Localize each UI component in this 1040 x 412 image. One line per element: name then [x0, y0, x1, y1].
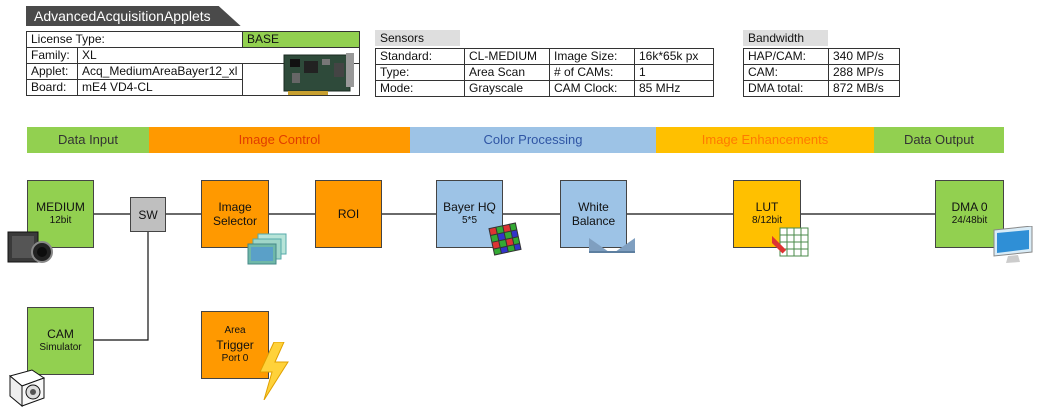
- medium-bits-label: 12bit: [49, 215, 72, 226]
- bayer-grid-icon: [488, 222, 522, 256]
- lut-label: LUT: [755, 200, 779, 214]
- camera-icon: [7, 231, 53, 263]
- stage-data-input: Data Input: [27, 127, 149, 153]
- image-selector-label-1: Image: [218, 200, 252, 214]
- sensor-mode-value: Grayscale: [464, 80, 550, 97]
- applet-value: Acq_MediumAreaBayer12_xl: [77, 63, 243, 80]
- sensors-header: Sensors: [375, 30, 460, 46]
- sensor-size-value: 16k*65k px: [634, 48, 714, 65]
- dma-label: DMA 0: [951, 200, 988, 214]
- area-trigger-block[interactable]: Area Trigger Port 0: [201, 311, 269, 379]
- medium-label: MEDIUM: [36, 200, 85, 214]
- board-value: mE4 VD4-CL: [77, 79, 243, 96]
- sensor-standard-value: CL-MEDIUM: [464, 48, 550, 65]
- roi-label: ROI: [337, 207, 360, 221]
- trigger-label-3: Port 0: [221, 353, 249, 364]
- monitor-icon: [993, 226, 1033, 263]
- cam-sim-label: CAM: [47, 327, 74, 341]
- sensor-clock-value: 85 MHz: [634, 80, 714, 97]
- switch-label: SW: [138, 207, 158, 222]
- applet-title-tab: AdvancedAcquisitionApplets: [26, 6, 241, 26]
- bw-dma-label: DMA total:: [743, 80, 829, 97]
- cam-sim-sub-label: Simulator: [39, 342, 82, 353]
- stage-color-processing: Color Processing: [410, 127, 656, 153]
- image-selector-label-2: Selector: [212, 214, 258, 228]
- sensors-table: Standard: CL-MEDIUM Image Size: 16k*65k …: [375, 48, 714, 97]
- roi-block[interactable]: ROI: [315, 180, 382, 248]
- bayer-kernel-label: 5*5: [461, 215, 477, 226]
- dma-block[interactable]: DMA 0 24/48bit: [935, 180, 1004, 248]
- trigger-label-2: Trigger: [216, 338, 254, 352]
- white-balance-label-2: Balance: [571, 214, 616, 228]
- white-balance-label-1: White: [578, 200, 609, 214]
- sensor-clock-label: CAM Clock:: [549, 80, 635, 97]
- trigger-label-1: Area: [224, 325, 246, 336]
- dma-bits-label: 24/48bit: [951, 215, 988, 226]
- bw-dma-value: 872 MB/s: [828, 80, 900, 97]
- bw-cam-label: CAM:: [743, 64, 829, 81]
- stage-image-control: Image Control: [149, 127, 410, 153]
- bandwidth-table: HAP/CAM: 340 MP/s CAM: 288 MP/s DMA tota…: [743, 48, 900, 97]
- license-type-value: BASE: [242, 31, 360, 48]
- lut-pencil-icon: [772, 227, 809, 257]
- bandwidth-header: Bandwidth: [743, 30, 828, 46]
- family-label: Family:: [26, 47, 78, 64]
- lightning-icon: [259, 342, 289, 400]
- stage-data-output: Data Output: [874, 127, 1004, 153]
- sensor-type-label: Type:: [375, 64, 465, 81]
- balance-icon: [589, 238, 635, 253]
- bayer-label: Bayer HQ: [443, 200, 496, 214]
- cam-simulator-block[interactable]: CAM Simulator: [27, 307, 94, 375]
- bw-hap-label: HAP/CAM:: [743, 48, 829, 65]
- switch-block[interactable]: SW: [130, 197, 166, 232]
- stage-image-enhancements: Image Enhancements: [656, 127, 874, 153]
- sensor-mode-label: Mode:: [375, 80, 465, 97]
- lut-bits-label: 8/12bit: [751, 215, 783, 226]
- board-image: [283, 53, 354, 95]
- stacked-images-icon: [247, 233, 287, 265]
- camera-simulator-icon: [8, 369, 46, 408]
